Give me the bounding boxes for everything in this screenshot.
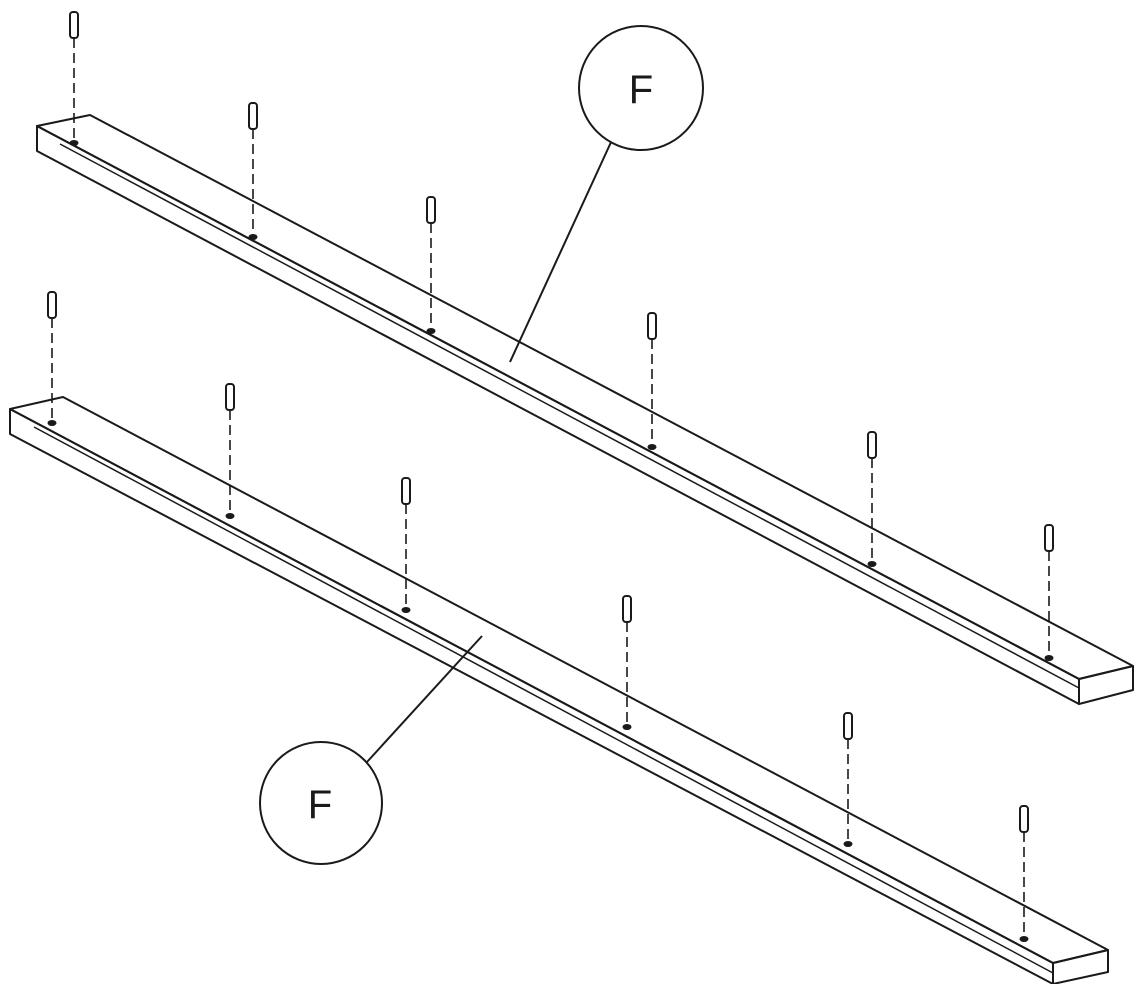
- dowel-pin: [647, 312, 657, 450]
- lower-callout-label: F: [308, 783, 332, 827]
- dowel-hole: [426, 328, 436, 334]
- dowel-pin: [248, 102, 258, 240]
- dowel-body: [426, 196, 436, 224]
- upper-rail-front-face: [36, 125, 1080, 705]
- upper-rail: [36, 114, 1134, 705]
- lower-rail-end-face: [1052, 949, 1109, 984]
- upper-rail-end-face: [1078, 665, 1134, 705]
- dowel-body: [248, 102, 258, 130]
- dowel-body: [867, 431, 877, 459]
- dowel-hole: [225, 513, 235, 519]
- lower-rail-front-face: [9, 408, 1054, 984]
- dowel-body: [647, 312, 657, 340]
- dowel-hole: [622, 724, 632, 730]
- dowel-hole: [1044, 655, 1054, 661]
- dowel-hole: [69, 140, 79, 146]
- dowel-hole: [647, 444, 657, 450]
- dowel-hole: [248, 234, 258, 240]
- upper-callout: F: [578, 25, 704, 151]
- dowel-hole: [47, 420, 57, 426]
- dowel-pin: [843, 712, 853, 847]
- lower-callout-leader: [366, 635, 483, 763]
- upper-callout-circle: [578, 25, 704, 151]
- dowel-body: [225, 383, 235, 411]
- lower-rail-bevel-line: [33, 426, 1054, 974]
- dowel-hole: [867, 561, 877, 567]
- dowel-hole: [401, 607, 411, 613]
- dowel-pin: [401, 477, 411, 613]
- dowel-body: [622, 595, 632, 623]
- dowel-body: [47, 291, 57, 319]
- dowel-body: [843, 712, 853, 740]
- dowel-pin: [225, 383, 235, 519]
- upper-callout-leader: [509, 139, 613, 363]
- dowel-pin: [426, 196, 436, 334]
- lower-rail: [9, 396, 1109, 984]
- dowel-body: [1044, 524, 1054, 552]
- dowel-body: [401, 477, 411, 505]
- lower-rail-top-face: [9, 396, 1109, 964]
- dowel-pin: [867, 431, 877, 567]
- dowel-pin: [47, 291, 57, 426]
- dowel-pin: [1044, 524, 1054, 661]
- dowel-hole: [843, 841, 853, 847]
- dowel-body: [69, 11, 79, 39]
- dowel-body: [1019, 805, 1029, 833]
- dowel-pin: [69, 11, 79, 146]
- lower-callout-circle: [259, 741, 383, 865]
- lower-callout: F: [259, 741, 383, 865]
- dowel-pin: [622, 595, 632, 730]
- dowel-hole: [1019, 936, 1029, 942]
- upper-rail-bevel-line: [59, 143, 1080, 689]
- dowel-pin: [1019, 805, 1029, 942]
- upper-callout-label: F: [629, 68, 653, 112]
